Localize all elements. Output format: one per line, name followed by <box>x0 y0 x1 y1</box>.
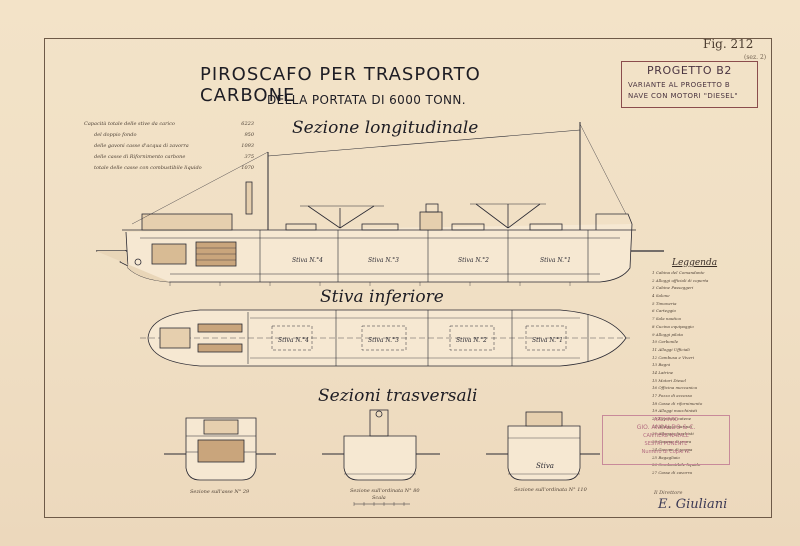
legend-item: 27 Casse di zavorra <box>652 469 693 475</box>
lower-hold-label: Stiva N.°2 <box>456 337 487 344</box>
legend-item: 15 Motori Diesel <box>652 377 686 383</box>
legend-item: 13 Bagni <box>652 362 671 368</box>
sheet-number: Fig. 212 <box>703 37 754 51</box>
legend-item: 19 Alloggi macchinisti <box>652 408 698 414</box>
capacity-value: 375 <box>244 154 254 160</box>
hold-label: Stiva N.°1 <box>540 257 571 264</box>
legend-item: 20 Deposito catene <box>652 416 692 422</box>
capacity-table: Capacità totale delle stive da carico 622… <box>84 121 254 176</box>
stamp-line: CANTIERE NAVALE <box>643 433 689 439</box>
project-box: PROGETTO B2 VARIANTE AL PROGETTO B NAVE … <box>621 61 758 108</box>
longitudinal-section <box>96 122 664 286</box>
capacity-label: delle casse di Rifornimento carbone <box>94 154 186 160</box>
transverse-caption: Sezione sull'asse N° 29 <box>190 489 250 495</box>
capacity-row: Capacità totale delle stive da carico 622… <box>84 121 254 132</box>
section-title-transverse: Sezioni trasversali <box>318 386 478 406</box>
hold-label: Stiva N.°3 <box>368 257 399 264</box>
legend-item: 1 Cabina del Comandante <box>652 270 705 275</box>
director-label: Il Direttore <box>654 490 683 496</box>
capacity-label: totale delle casse con combustibile liqu… <box>94 165 202 171</box>
legend-item: 18 Casse di rifornimento <box>652 400 703 406</box>
legend-item: 11 Alloggi Ufficiali <box>652 346 690 352</box>
capacity-value: 1070 <box>241 165 254 171</box>
drawing-subtitle: DELLA PORTATA DI 6000 TONN. <box>267 93 467 107</box>
legend-item: 10 Carbonile <box>652 339 679 345</box>
legend-item: 21 Alloggio marinai <box>652 423 692 429</box>
stamp-line: SESTRI PONENTE <box>644 441 688 447</box>
capacity-value: 6223 <box>241 121 254 127</box>
archive-stamp: ARCHIVIO GIO. ANSALDO & C. CANTIERE NAVA… <box>602 415 730 465</box>
capacity-row: totale delle casse con combustibile liqu… <box>84 165 254 176</box>
section-title-lower-deck: Stiva inferiore <box>320 287 444 307</box>
capacity-label: Capacità totale delle stive da carico <box>84 121 175 127</box>
capacity-row: delle gavoni casse d'acqua di zavorra 109… <box>84 143 254 154</box>
legend-item: 23 Gavone di prora <box>652 439 692 445</box>
lower-hold-label: Stiva N.°3 <box>368 337 399 344</box>
legend-item: 2 Alloggi ufficiali di coperta <box>652 277 709 283</box>
capacity-value: 950 <box>244 132 254 138</box>
signature: E. Giuliani <box>658 497 728 512</box>
legend-item: 5 Timoneria <box>652 300 677 306</box>
transverse-caption: Sezione sull'ordinata N° 110 <box>514 487 587 493</box>
capacity-row: del doppio fondo 950 <box>84 132 254 143</box>
stamp-line: ARCHIVIO <box>653 417 679 423</box>
project-variant: VARIANTE AL PROGETTO B <box>628 81 731 89</box>
legend-item: 7 Sala nautica <box>652 316 681 322</box>
legend-item: 12 Cambusa e Viveri <box>652 354 694 360</box>
legend-item: 8 Cucina equipaggio <box>652 323 694 329</box>
capacity-label: del doppio fondo <box>94 132 137 138</box>
stamp-line: Numero di Copie N. <box>641 449 691 455</box>
drawing-frame <box>44 38 772 518</box>
capacity-value: 1093 <box>241 143 254 149</box>
legend-item: 4 Salone <box>652 293 670 299</box>
lower-hold-label: Stiva N.°4 <box>278 337 309 344</box>
legend-item: 6 Carteggio <box>652 308 676 314</box>
lower-deck-plan <box>140 309 630 367</box>
legend-title: Leggenda <box>672 258 718 268</box>
transverse-scale-label: Scala <box>372 495 386 501</box>
legend-item: 9 Alloggi pilota <box>652 331 683 337</box>
transverse-sections <box>164 409 600 506</box>
project-heading: PROGETTO B2 <box>647 64 732 77</box>
sheet-subnumber: (sez. 2) <box>744 54 767 61</box>
legend-item: 22 Alloggio fuochisti <box>652 431 694 437</box>
capacity-label: delle gavoni casse d'acqua di zavorra <box>94 143 189 149</box>
project-engine: NAVE CON MOTORI "DIESEL" <box>628 92 739 100</box>
drawing-title: PIROSCAFO PER TRASPORTO CARBONE <box>200 64 481 106</box>
lower-hold-label: Stiva N.°1 <box>532 337 563 344</box>
capacity-row: delle casse di Rifornimento carbone 375 <box>84 154 254 165</box>
legend-item: 17 Pozzo di accesso <box>652 393 693 398</box>
legend-item: 24 Gavone di poppa <box>652 446 693 452</box>
legend-item: 25 Bagagliaio <box>652 454 680 460</box>
transverse-caption: Sezione sull'ordinata N° 80 <box>350 488 420 494</box>
hold-label: Stiva N.°2 <box>458 257 489 264</box>
stamp-company: GIO. ANSALDO & C. <box>636 424 696 431</box>
hold-label: Stiva N.°4 <box>292 257 323 264</box>
legend-item: 14 Latrine <box>652 369 674 375</box>
section-title-longitudinal: Sezione longitudinale <box>292 118 479 138</box>
transverse-hold-label: Stiva <box>536 462 554 470</box>
legend-item: 16 Officina meccanica <box>652 385 698 391</box>
legend-item: 3 Cabine Passeggeri <box>652 285 694 291</box>
